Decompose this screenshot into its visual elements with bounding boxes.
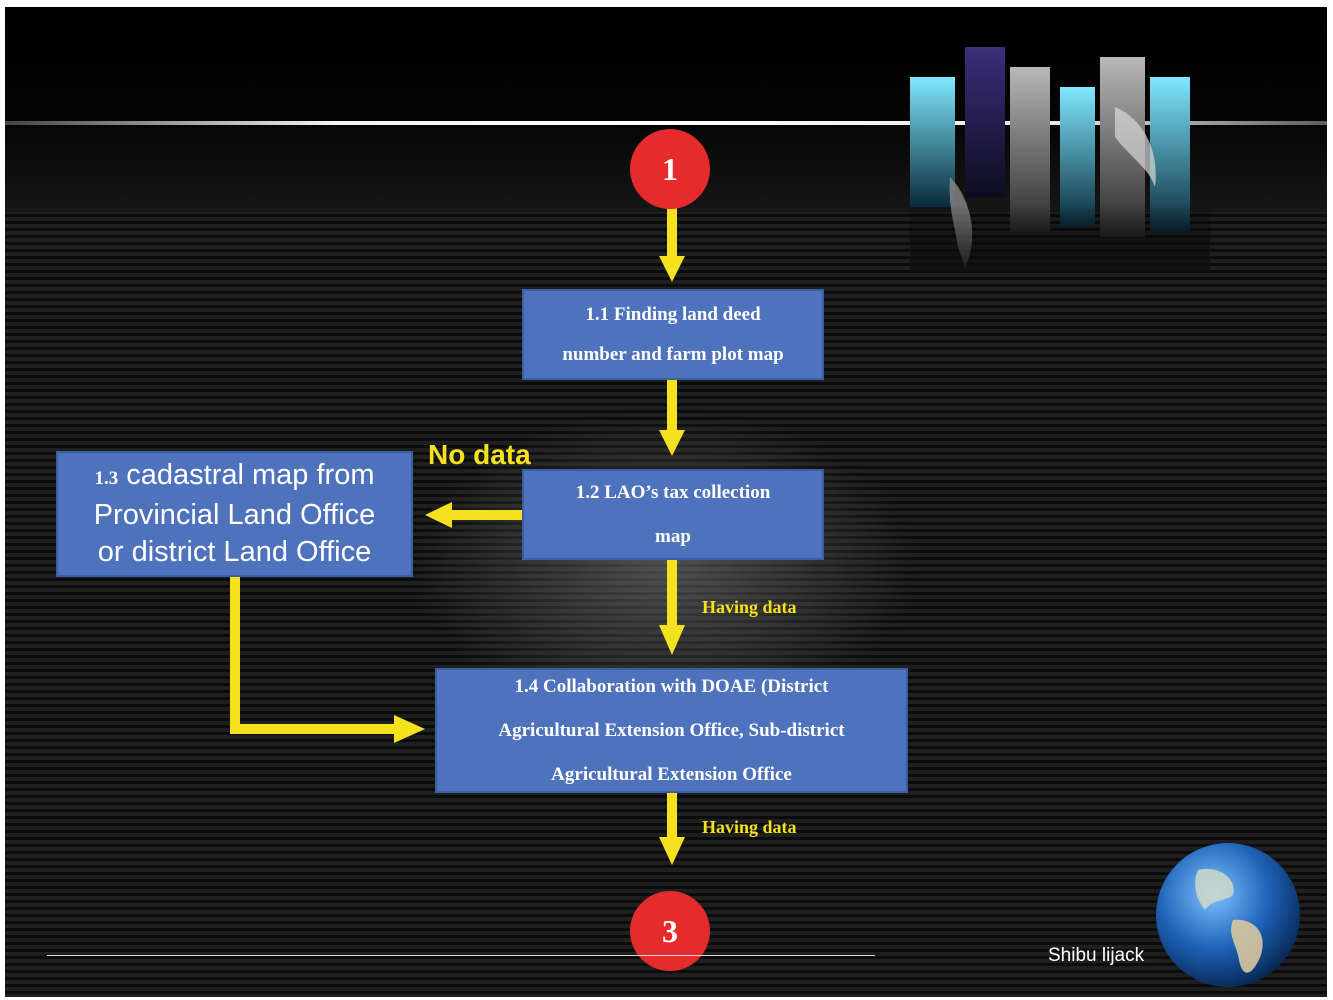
arrowhead-1-4-to-end xyxy=(659,837,685,865)
step-1-4-line-1: 1.4 Collaboration with DOAE (District xyxy=(514,675,829,697)
arrowhead-1-2-to-1-3 xyxy=(425,502,452,528)
edge-label-no-data: No data xyxy=(428,439,531,470)
step-1-3-box: 1.3 cadastral map from Provincial Land O… xyxy=(56,451,413,577)
edge-label-having-data-1: Having data xyxy=(702,597,797,617)
start-node-circle: 1 xyxy=(630,129,710,209)
step-1-3-line-3: or district Land Office xyxy=(97,536,372,568)
start-node-label: 1 xyxy=(662,150,678,187)
world-map-strip-image xyxy=(910,47,1210,272)
step-1-3-number: 1.3 xyxy=(94,468,119,489)
arrow-start-to-1-1 xyxy=(667,208,677,260)
arrowhead-1-2-to-1-4 xyxy=(659,625,685,655)
arrow-1-3-across xyxy=(230,724,397,734)
arrowhead-1-1-to-1-2 xyxy=(659,430,685,456)
flow-arrows xyxy=(230,208,685,865)
end-node-label: 3 xyxy=(662,912,678,949)
step-1-1-line-1: 1.1 Finding land deed xyxy=(585,303,761,325)
slide: 1 1.1 Finding land deed number and farm … xyxy=(5,7,1327,997)
end-node-circle: 3 xyxy=(630,891,710,971)
arrow-1-2-to-1-4 xyxy=(667,560,677,628)
step-1-4-line-3: Agricultural Extension Office xyxy=(551,763,792,785)
edge-label-having-data-2: Having data xyxy=(702,817,797,837)
step-1-3-text-1: cadastral map from xyxy=(126,459,375,491)
globe-image xyxy=(1156,843,1300,987)
arrow-1-2-to-1-3 xyxy=(448,510,522,520)
arrow-1-3-down xyxy=(230,577,240,734)
header-divider-line xyxy=(5,121,1327,125)
step-1-4-line-2: Agricultural Extension Office, Sub-distr… xyxy=(498,719,845,741)
arrow-1-1-to-1-2 xyxy=(667,380,677,433)
author-credit: Shibu lijack xyxy=(1048,945,1145,966)
arrowhead-1-3-to-1-4 xyxy=(394,715,425,743)
step-1-4-box: 1.4 Collaboration with DOAE (District Ag… xyxy=(435,668,908,793)
arrowhead-start-to-1-1 xyxy=(659,256,685,282)
step-1-1-line-2: number and farm plot map xyxy=(562,343,784,365)
step-1-1-box: 1.1 Finding land deed number and farm pl… xyxy=(522,289,824,380)
step-1-3-line-1: 1.3 cadastral map from xyxy=(94,457,376,497)
footer-divider-line xyxy=(47,955,875,956)
step-1-3-line-2: Provincial Land Office xyxy=(93,499,376,531)
step-1-2-line-1: 1.2 LAO’s tax collection xyxy=(575,481,771,503)
step-1-2-box: 1.2 LAO’s tax collection map xyxy=(522,469,824,560)
step-1-2-line-2: map xyxy=(655,525,691,547)
arrow-1-4-to-end xyxy=(667,793,677,841)
